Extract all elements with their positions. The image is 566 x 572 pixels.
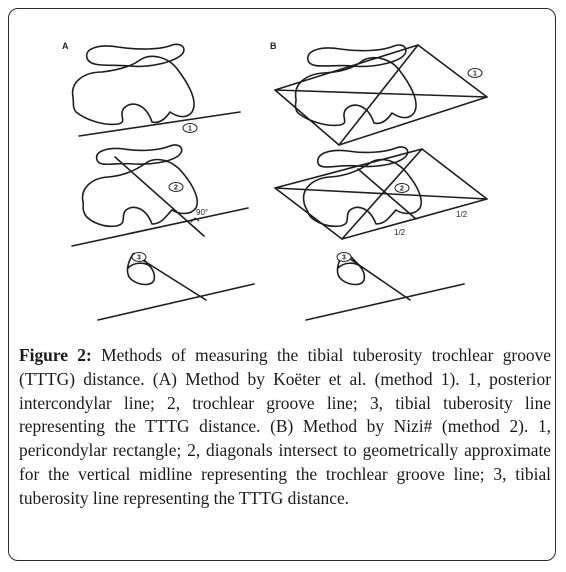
caption-label: Figure 2:	[19, 345, 92, 365]
svg-text:1: 1	[188, 126, 192, 133]
panel-a-letter: A	[62, 41, 69, 51]
panel-a-drawing-3	[97, 252, 255, 321]
panel-b-drawing-2	[274, 146, 488, 240]
svg-text:1: 1	[473, 71, 477, 78]
svg-text:2: 2	[174, 185, 178, 192]
marker-b-3: 3	[336, 252, 352, 262]
svg-text:3: 3	[342, 255, 346, 262]
half-label-right: 1/2	[456, 210, 468, 219]
marker-a-3: 3	[131, 252, 147, 262]
marker-a-1: 1	[182, 123, 198, 133]
angle-label: 90°	[196, 208, 208, 217]
figure-frame	[8, 8, 556, 561]
panel-b-drawing-3	[305, 252, 465, 321]
panel-a-drawing-1	[71, 43, 241, 137]
marker-b-1: 1	[467, 68, 483, 78]
figure-caption: Figure 2: Methods of measuring the tibia…	[19, 344, 551, 511]
figure-illustration: A B 1 2 3 1 2 3 90° 1/2 1/2	[62, 41, 488, 321]
half-label-left: 1/2	[394, 228, 406, 237]
caption-text: Methods of measuring the tibial tuberosi…	[19, 345, 551, 508]
svg-text:2: 2	[400, 186, 404, 193]
marker-b-2: 2	[394, 183, 410, 193]
panel-b-drawing-1	[274, 44, 488, 146]
marker-a-2: 2	[168, 182, 184, 192]
svg-text:3: 3	[137, 255, 141, 262]
panel-a-drawing-2	[71, 144, 249, 247]
panel-b-letter: B	[270, 41, 277, 51]
